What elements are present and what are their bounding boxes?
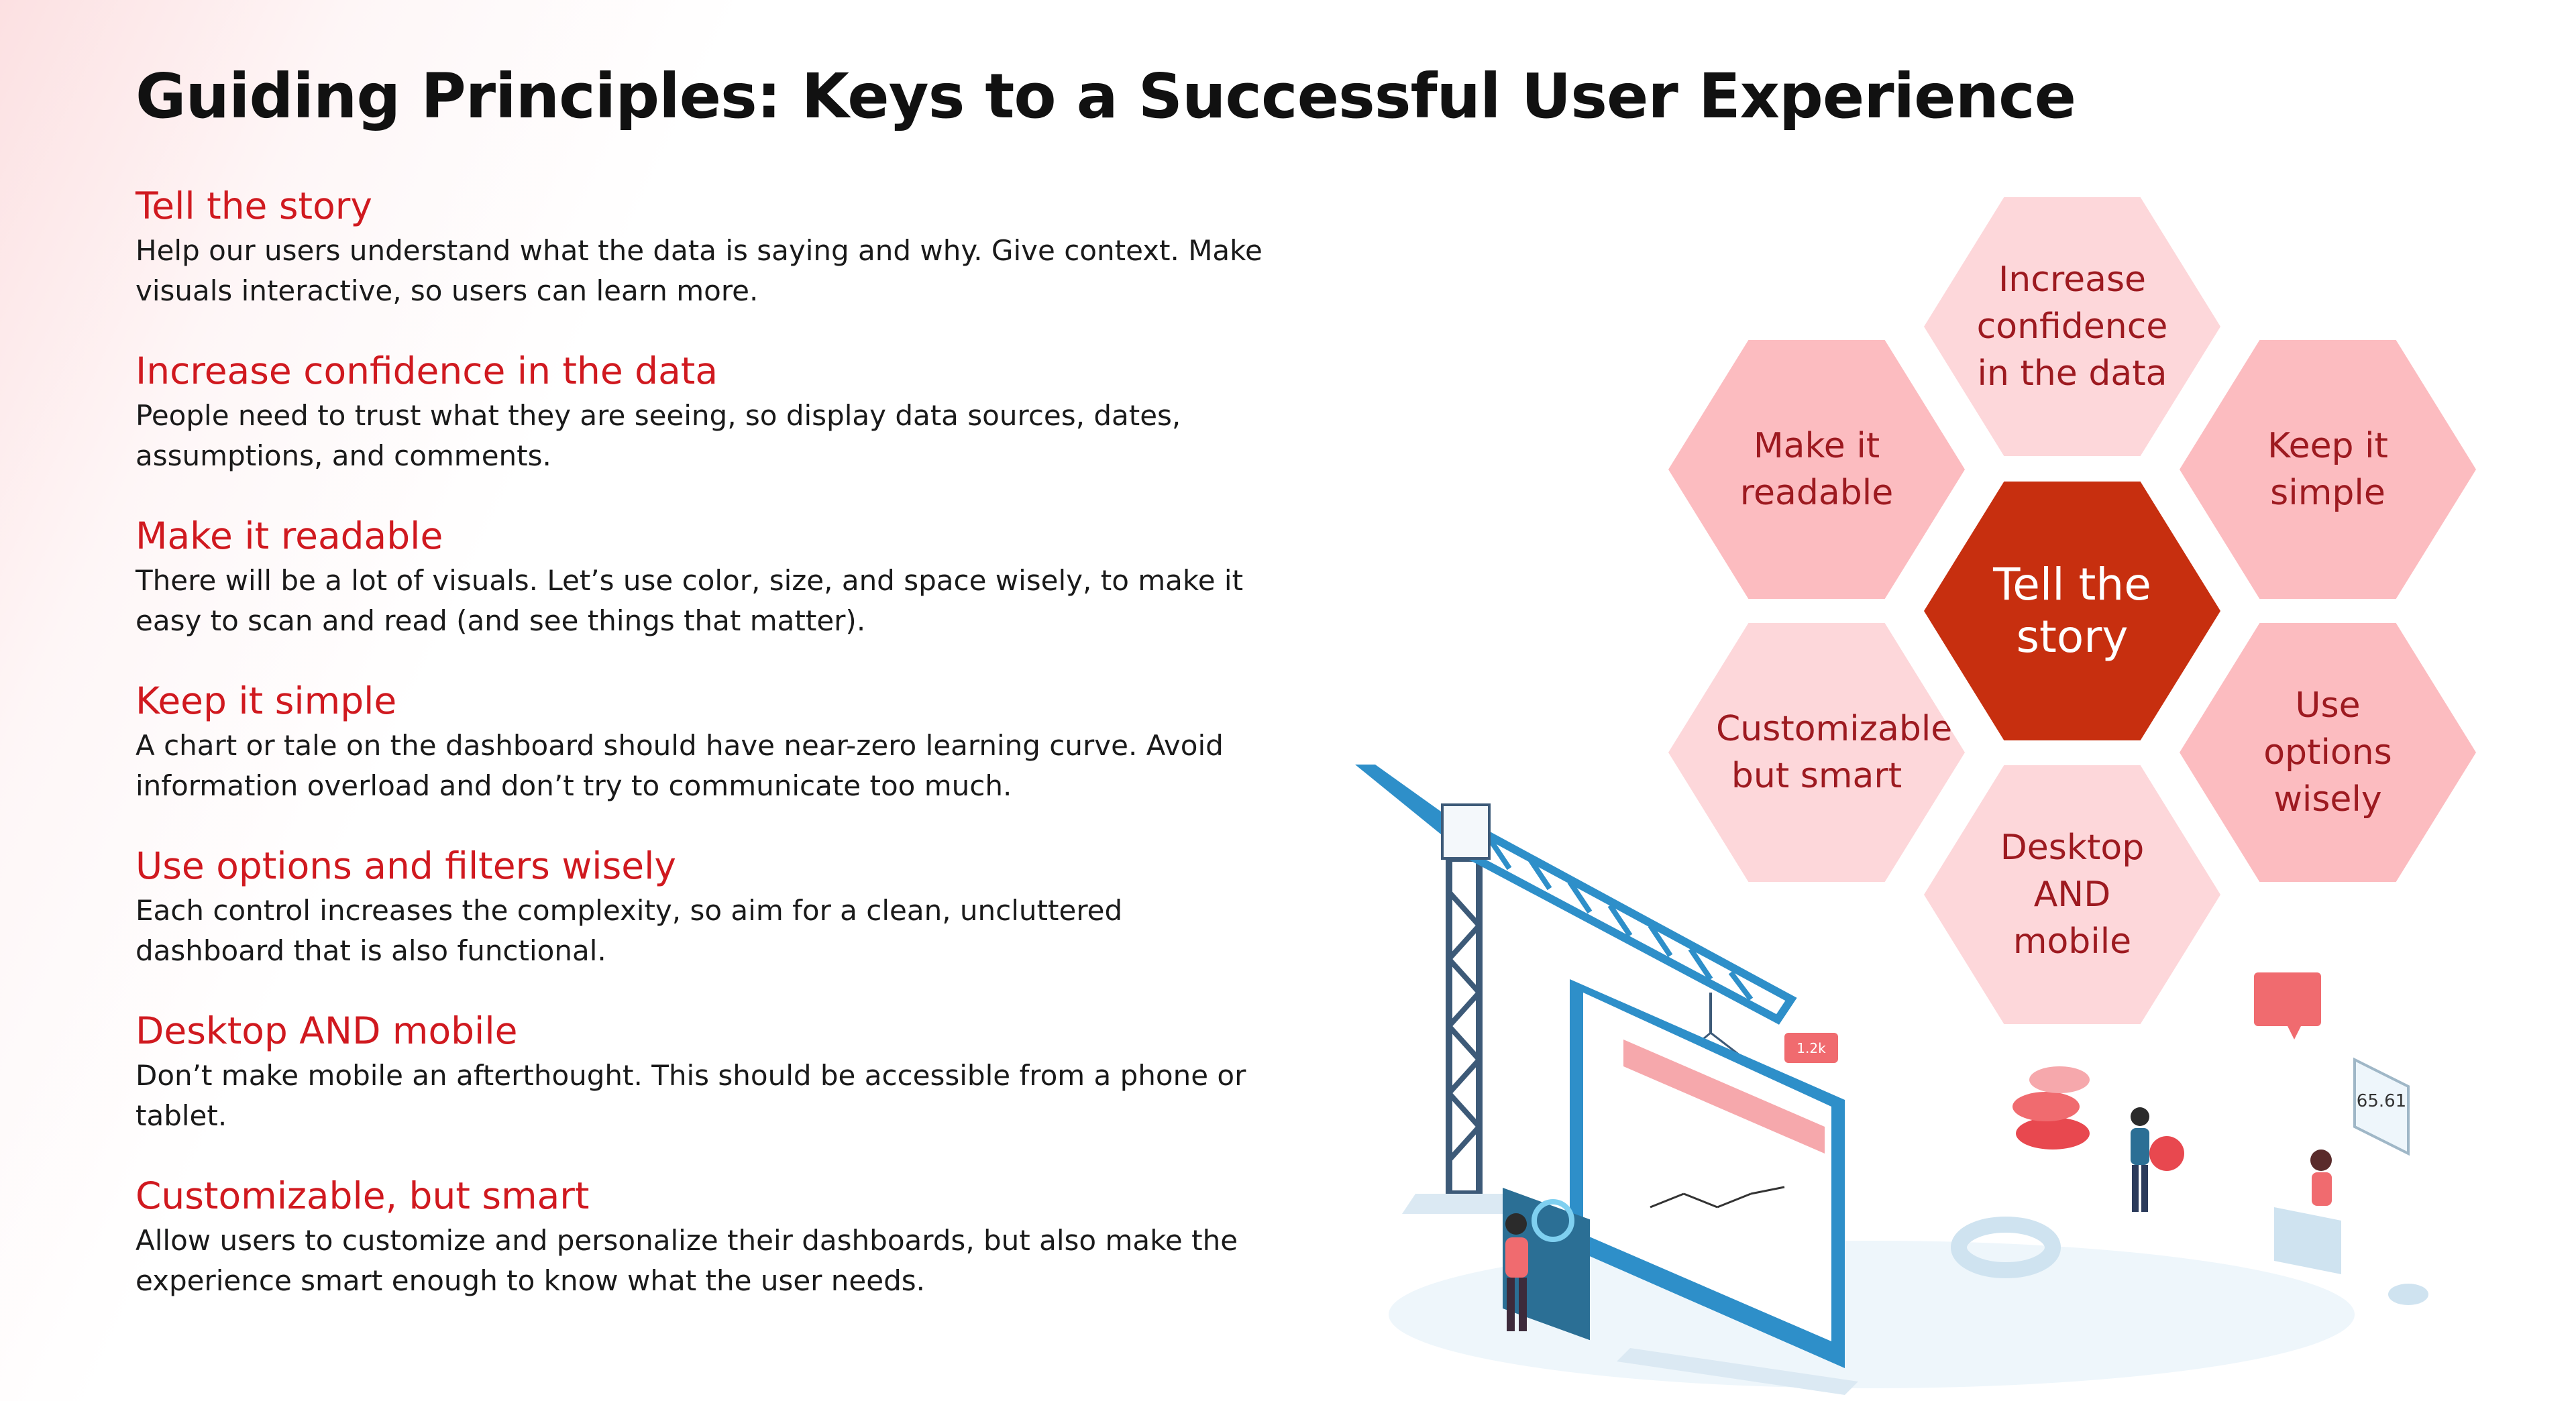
principle-heading: Tell the story: [136, 184, 372, 227]
person-icon: [1505, 1213, 1528, 1331]
principle-heading: Desktop AND mobile: [136, 1009, 518, 1052]
principle-body: Don’t make mobile an afterthought. This …: [136, 1059, 1246, 1132]
hex-upper-left-label: Make it readable: [1739, 426, 1894, 513]
monitor-icon: [1503, 979, 1858, 1395]
hex-bottom-label: Desktop AND mobile: [2000, 828, 2145, 962]
principle-increase-confidence: Increase confidence in the data People n…: [136, 346, 1276, 511]
laptop-value: 65.61: [2357, 1091, 2406, 1111]
hex-lower-left-label: Customizable but smart: [1716, 709, 1953, 796]
principle-body: Allow users to customize and personalize…: [136, 1224, 1238, 1297]
principle-customizable: Customizable, but smart Allow users to c…: [136, 1171, 1276, 1336]
principle-make-it-readable: Make it readable There will be a lot of …: [136, 511, 1276, 676]
laptop-user-icon: 65.61: [2254, 972, 2428, 1305]
principle-body: People need to trust what they are seein…: [136, 399, 1181, 472]
principle-heading: Use options and filters wisely: [136, 844, 676, 887]
principle-body: Each control increases the complexity, s…: [136, 894, 1123, 967]
principle-body: A chart or tale on the dashboard should …: [136, 729, 1224, 802]
hex-lower-right-label: Use options wisely: [2263, 685, 2392, 820]
coins-icon: [2012, 1066, 2090, 1150]
principle-heading: Customizable, but smart: [136, 1174, 590, 1217]
crane-icon: [1355, 765, 1799, 1214]
hex-center: Tell the story: [1924, 482, 2220, 740]
badge-value: 1.2k: [1796, 1040, 1826, 1056]
hex-top: Increase confidence in the data: [1924, 197, 2220, 456]
hex-top-label: Increase confidence in the data: [1976, 260, 2168, 394]
person-with-coin-icon: [2131, 1107, 2184, 1212]
hex-center-label: Tell the story: [1993, 559, 2151, 663]
hex-upper-right: Keep it simple: [2180, 340, 2476, 599]
principle-heading: Make it readable: [136, 514, 443, 557]
principle-desktop-mobile: Desktop AND mobile Don’t make mobile an …: [136, 1006, 1276, 1171]
badge-icon: 1.2k: [1784, 1033, 1838, 1063]
principle-use-options: Use options and filters wisely Each cont…: [136, 841, 1276, 1006]
principle-body: There will be a lot of visuals. Let’s us…: [136, 564, 1244, 637]
gear-icon: [1951, 1217, 2061, 1278]
principle-heading: Keep it simple: [136, 679, 397, 722]
hex-upper-right-label: Keep it simple: [2267, 426, 2388, 513]
page-title: Guiding Principles: Keys to a Successful…: [136, 60, 2076, 132]
principles-list: Tell the story Help our users understand…: [136, 181, 1276, 1336]
principle-keep-it-simple: Keep it simple A chart or tale on the da…: [136, 676, 1276, 841]
principle-tell-the-story: Tell the story Help our users understand…: [136, 181, 1276, 346]
hex-upper-left: Make it readable: [1668, 340, 1965, 599]
construction-dashboard-illustration: 1.2k 65.61: [1355, 765, 2428, 1395]
principle-heading: Increase confidence in the data: [136, 349, 718, 392]
principle-body: Help our users understand what the data …: [136, 234, 1263, 307]
